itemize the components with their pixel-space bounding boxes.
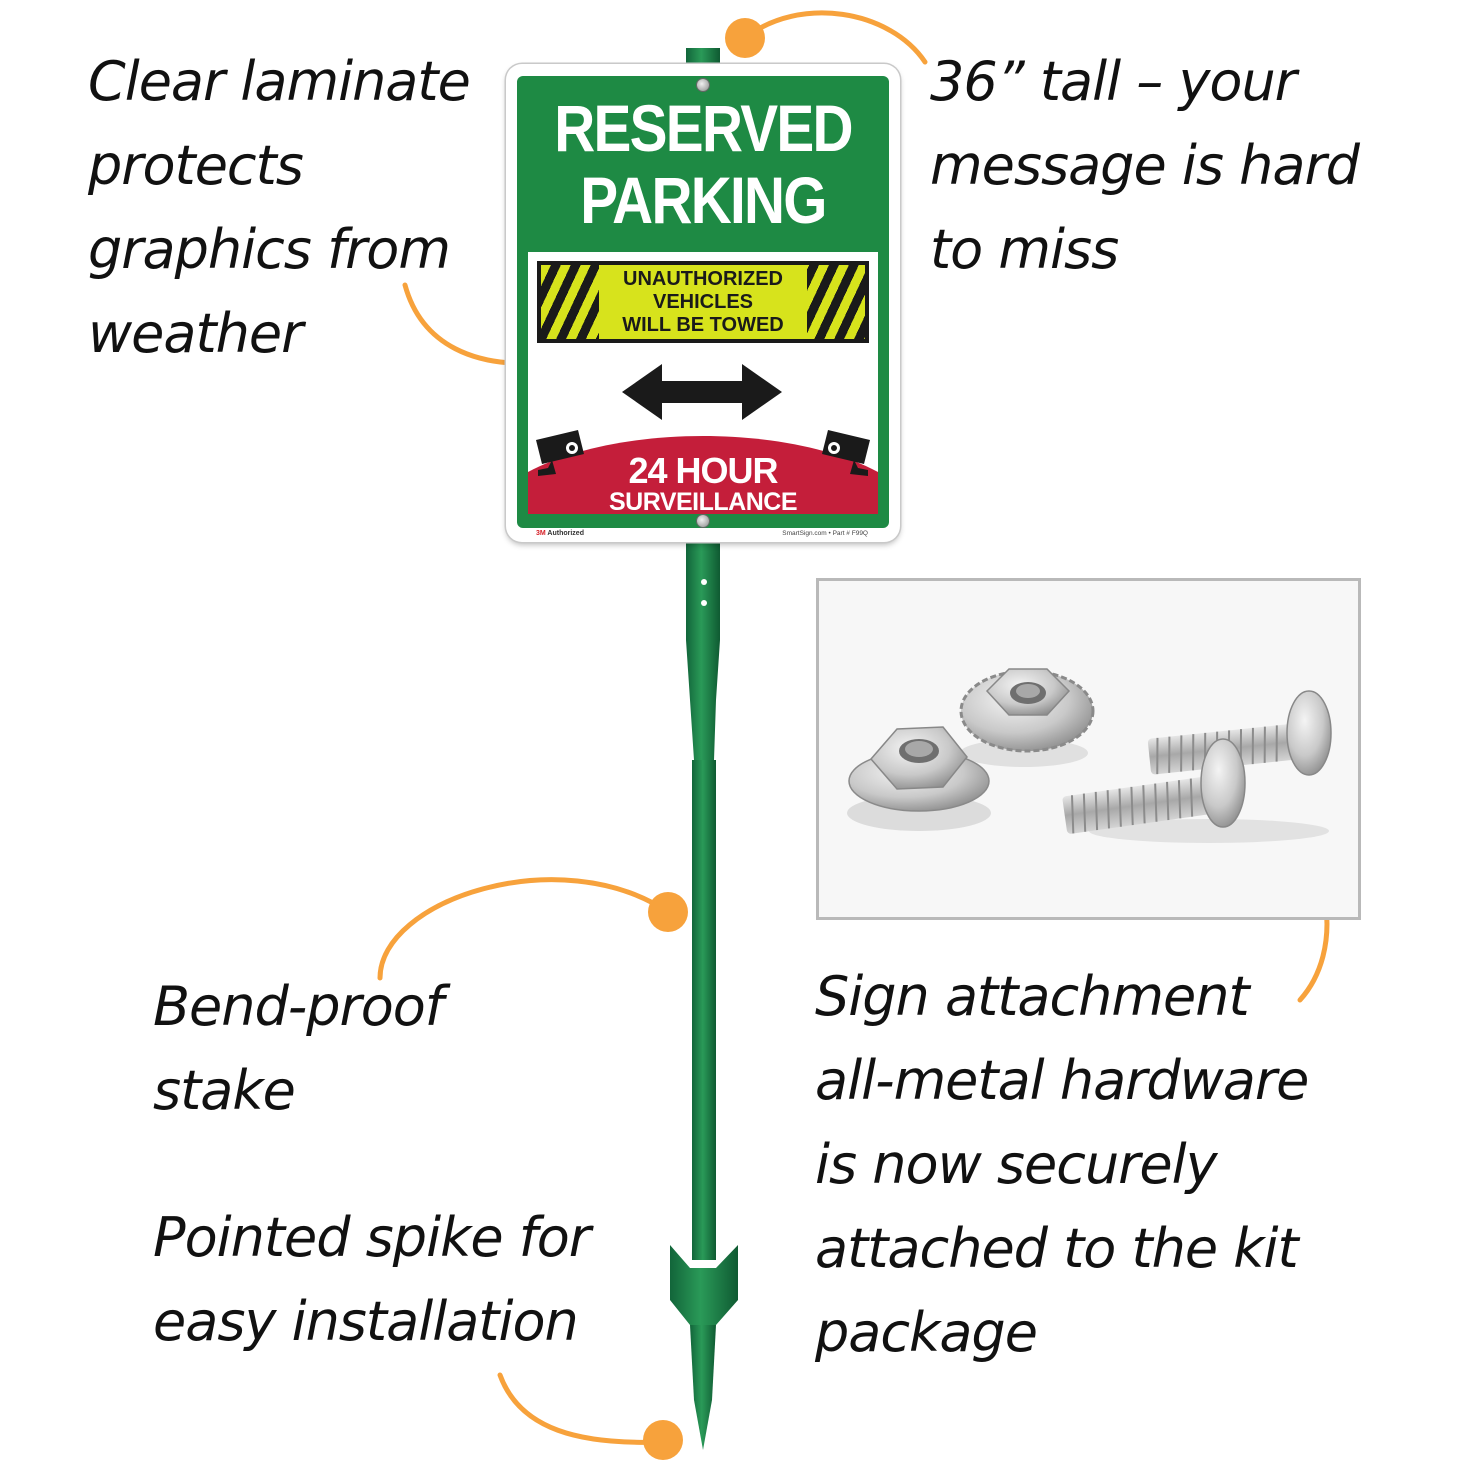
mounting-screw — [697, 79, 709, 91]
security-camera-icon — [822, 430, 870, 476]
callout-sign-hardware: Sign attachment all-metal hardware is no… — [815, 955, 1309, 1375]
callout-line: package — [815, 1301, 1038, 1364]
callout-line: attached to the kit — [815, 1217, 1299, 1280]
reserved-parking-sign: RESERVED PARKING UNAUTHORIZED VEHICLES W… — [506, 64, 900, 542]
surveillance-hours: 24 HOUR — [628, 450, 778, 491]
callout-line: stake — [153, 1059, 296, 1122]
double-arrow-icon — [622, 364, 782, 420]
hardware-illustration — [847, 668, 1332, 843]
callout-line: Clear laminate — [88, 50, 471, 113]
callout-clear-laminate: Clear laminate protects graphics from we… — [88, 40, 471, 376]
stake-hole — [701, 579, 707, 585]
callout-line: weather — [88, 302, 303, 365]
callout-line: message is hard — [930, 134, 1360, 197]
surveillance-label: SURVEILLANCE — [608, 488, 798, 514]
stake-upper — [686, 540, 720, 640]
sign-title-line2: PARKING — [580, 163, 827, 237]
spike-fins — [670, 1245, 738, 1325]
warning-line: UNAUTHORIZED — [623, 268, 783, 290]
leader-spike — [497, 1372, 666, 1445]
leader-dot-spike — [643, 1420, 683, 1460]
stake-hole — [701, 600, 707, 606]
part-number: SmartSign.com • Part # F99Q — [782, 530, 868, 537]
stake-taper — [686, 640, 720, 760]
sign-title-line1: RESERVED — [554, 91, 853, 165]
mounting-screw — [697, 515, 709, 527]
surveillance-band — [528, 436, 878, 514]
leader-stake — [377, 877, 671, 981]
warning-line: WILL BE TOWED — [622, 314, 784, 336]
callout-bend-proof-stake: Bend-proof stake — [153, 965, 444, 1133]
pointed-spike — [690, 1325, 716, 1450]
leader-dot-tall — [725, 18, 765, 58]
serrated-flange-nut — [959, 668, 1095, 753]
callout-line: graphics from — [88, 218, 451, 281]
callout-36-tall: 36” tall – your message is hard to miss — [930, 40, 1360, 292]
pan-head-bolt — [1062, 738, 1246, 834]
callout-line: to miss — [930, 218, 1119, 281]
hardware-photo — [816, 578, 1361, 920]
brand-3m: 3M — [536, 530, 546, 537]
brand-text: Authorized — [547, 530, 584, 537]
hex-flange-nut — [848, 726, 990, 812]
tow-warning-text: UNAUTHORIZED VEHICLES WILL BE TOWED — [599, 265, 807, 339]
callout-pointed-spike: Pointed spike for easy installation — [153, 1196, 591, 1364]
leader-tall — [742, 10, 928, 65]
warning-line: VEHICLES — [652, 291, 754, 313]
tow-warning-box: UNAUTHORIZED VEHICLES WILL BE TOWED — [537, 261, 869, 343]
callout-line: is now securely — [815, 1133, 1218, 1196]
callout-line: 36” tall – your — [930, 50, 1297, 113]
callout-line: all-metal hardware — [815, 1049, 1309, 1112]
callout-line: Bend-proof — [153, 975, 444, 1038]
brand-mark: 3M Authorized — [536, 530, 584, 537]
callout-line: Sign attachment — [815, 965, 1250, 1028]
stake-shaft — [692, 760, 716, 1260]
callout-line: protects — [88, 134, 304, 197]
sign-face: RESERVED PARKING UNAUTHORIZED VEHICLES W… — [517, 76, 889, 528]
leader-dot-stake — [648, 892, 688, 932]
security-camera-icon — [536, 430, 584, 476]
hazard-stripes: UNAUTHORIZED VEHICLES WILL BE TOWED — [541, 265, 865, 339]
stake-top — [686, 48, 720, 68]
callout-line: easy installation — [153, 1290, 579, 1353]
sign-white-panel: UNAUTHORIZED VEHICLES WILL BE TOWED — [528, 252, 878, 514]
callout-line: Pointed spike for — [153, 1206, 591, 1269]
